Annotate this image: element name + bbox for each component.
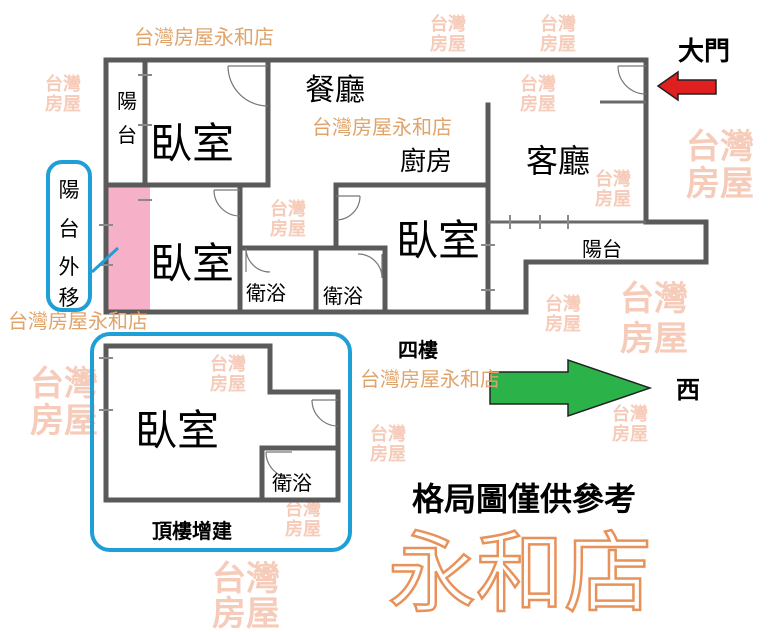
logo-watermark-13: 台灣 房屋: [285, 498, 321, 540]
door-swings: [213, 65, 647, 279]
bedroom-rooftop-label: 臥室: [135, 406, 219, 455]
svg-text:台灣: 台灣: [430, 13, 466, 35]
svg-text:台灣: 台灣: [595, 168, 631, 190]
balcony-small-label-1: 陽: [117, 89, 137, 113]
svg-text:房屋: 房屋: [545, 313, 581, 335]
bath-1-label: 衛浴: [246, 281, 286, 305]
svg-text:房屋: 房屋: [595, 188, 631, 210]
watermark-text-3: 台灣房屋永和店: [8, 309, 148, 333]
watermark-text-2: 台灣房屋永和店: [312, 115, 452, 139]
logo-watermark-8: 台灣 房屋: [45, 73, 81, 115]
store-name: 永和店: [388, 522, 652, 625]
dining-label: 餐廳: [305, 73, 365, 108]
text-watermarks: 台灣房屋永和店 台灣房屋永和店 台灣房屋永和店 台灣房屋永和店: [8, 25, 500, 391]
svg-text:台灣: 台灣: [686, 127, 754, 167]
main-door-label: 大門: [678, 37, 730, 67]
svg-text:台灣: 台灣: [612, 403, 648, 425]
svg-text:台灣: 台灣: [285, 498, 321, 520]
svg-text:台灣: 台灣: [545, 293, 581, 315]
svg-text:台灣: 台灣: [45, 73, 81, 95]
svg-text:台灣: 台灣: [30, 364, 98, 404]
west-label: 西: [676, 375, 700, 404]
balcony-moved-pointer: [90, 246, 120, 274]
balcony-moved-outline: [46, 160, 92, 312]
svg-text:房屋: 房屋: [285, 518, 321, 540]
bedroom-left-label: 臥室: [150, 239, 234, 288]
balcony-moved-area: [108, 185, 150, 310]
rooftop-outline: [90, 332, 352, 552]
room-labels: 陽 台 臥室 餐廳 廚房 客廳 臥室 臥室 衛浴 衛浴 陽台 陽 台 外 移 臥…: [59, 73, 623, 495]
bedroom-middle-label: 臥室: [396, 216, 480, 265]
floor-label: 四樓: [398, 338, 438, 362]
disclaimer-text: 格局圖僅供參考: [412, 480, 636, 518]
svg-text:台灣: 台灣: [620, 279, 688, 319]
balcony-moved-label-3: 外: [59, 255, 80, 279]
logo-watermark-3: 台灣 房屋: [620, 279, 688, 359]
logo-watermark-14: 台灣 房屋: [270, 198, 306, 240]
svg-text:房屋: 房屋: [370, 443, 406, 465]
logo-watermark-12: 台灣 房屋: [210, 353, 246, 395]
svg-text:房屋: 房屋: [270, 218, 306, 240]
rooftop-label: 頂樓增建: [152, 519, 232, 543]
logo-watermark-4: 台灣 房屋: [212, 559, 280, 632]
main-door-arrow: [656, 70, 717, 102]
logo-watermark-10: 台灣 房屋: [370, 423, 406, 465]
svg-text:房屋: 房屋: [45, 93, 81, 115]
svg-text:房屋: 房屋: [30, 401, 98, 441]
bath-rooftop-label: 衛浴: [272, 471, 312, 495]
rooftop-walls: [99, 343, 341, 503]
logo-watermark-2: 台灣 房屋: [686, 127, 754, 204]
balcony-moved-label-2: 台: [59, 217, 80, 241]
windows: [99, 74, 569, 291]
logo-watermark-9: 台灣 房屋: [545, 293, 581, 335]
watermark-text-1: 台灣房屋永和店: [134, 25, 274, 49]
balcony-small-label-2: 台: [117, 123, 137, 147]
balcony-moved-label-4: 移: [59, 286, 80, 310]
svg-text:台灣: 台灣: [370, 423, 406, 445]
svg-text:台灣: 台灣: [520, 73, 556, 95]
svg-text:房屋: 房屋: [520, 93, 556, 115]
balcony-east-label: 陽台: [582, 237, 622, 261]
west-arrow: [489, 358, 653, 418]
logo-watermark-1: 台灣 房屋: [30, 364, 98, 441]
bath-2-label: 衛浴: [323, 284, 363, 308]
kitchen-label: 廚房: [400, 147, 452, 177]
svg-text:房屋: 房屋: [540, 33, 576, 55]
svg-text:台灣: 台灣: [210, 353, 246, 375]
logo-watermark-15: 台灣 房屋: [595, 168, 631, 210]
svg-text:房屋: 房屋: [620, 319, 688, 359]
logo-watermark-5: 台灣 房屋: [430, 13, 466, 55]
fourth-floor-walls: [103, 57, 709, 315]
svg-text:房屋: 房屋: [612, 423, 648, 445]
svg-text:房屋: 房屋: [430, 33, 466, 55]
svg-text:房屋: 房屋: [212, 594, 280, 632]
balcony-moved-label-1: 陽: [59, 178, 80, 202]
watermark-text-4: 台灣房屋永和店: [360, 367, 500, 391]
svg-text:台灣: 台灣: [212, 559, 280, 599]
svg-text:房屋: 房屋: [210, 373, 246, 395]
logo-watermark-11: 台灣 房屋: [612, 403, 648, 445]
bedroom-top-left-label: 臥室: [150, 119, 234, 168]
svg-text:房屋: 房屋: [686, 164, 754, 204]
logo-watermark-7: 台灣 房屋: [520, 73, 556, 115]
logo-watermark-6: 台灣 房屋: [540, 13, 576, 55]
logo-watermarks: 台灣 房屋 台灣 房屋 台灣 房屋 台灣 房屋 台灣 房屋 台灣 房屋 台灣 房…: [30, 13, 754, 632]
living-label: 客廳: [526, 142, 590, 180]
svg-text:台灣: 台灣: [270, 198, 306, 220]
svg-text:台灣: 台灣: [540, 13, 576, 35]
